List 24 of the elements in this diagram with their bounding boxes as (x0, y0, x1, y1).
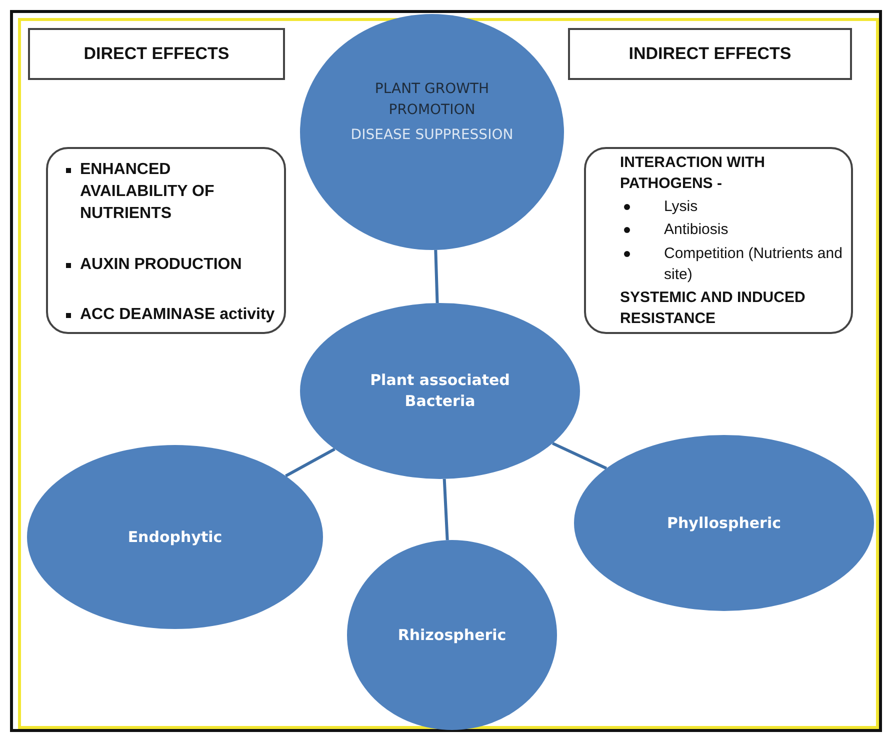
bullet-item: Lysis (620, 196, 847, 218)
connector-line (434, 250, 439, 304)
item-heading: SYSTEMIC AND INDUCED RESISTANCE (620, 288, 806, 329)
ellipse-label: Phyllospheric (667, 512, 781, 534)
ellipse-label: Endophytic (128, 526, 222, 548)
bullet-item: ACC DEAMINASE activity (66, 304, 276, 326)
ellipse-label: Plant associated Bacteria (369, 370, 511, 412)
connector-line (442, 478, 449, 540)
heading-text: INDIRECT EFFECTS (628, 44, 792, 64)
ellipse-label: Rhizospheric (398, 624, 506, 646)
heading-box (568, 28, 852, 80)
rounded-box (46, 147, 286, 334)
bullet-item: AUXIN PRODUCTION (66, 254, 276, 276)
connector-line (552, 442, 608, 470)
item-heading: INTERACTION WITH PATHOGENS - (620, 153, 766, 194)
ellipse-label: DISEASE SUPPRESSION (350, 126, 514, 144)
heading-box (28, 28, 285, 80)
connector-line (285, 448, 336, 478)
bullet-item: Competition (Nutrients and site) (620, 242, 847, 285)
heading-text: DIRECT EFFECTS (84, 44, 230, 64)
rounded-box (584, 147, 853, 334)
bullet-item: ENHANCED AVAILABILITY OF NUTRIENTS (66, 159, 276, 225)
ellipse-label: PLANT GROWTH PROMOTION (374, 80, 490, 120)
bullet-item: Antibiosis (620, 219, 847, 240)
